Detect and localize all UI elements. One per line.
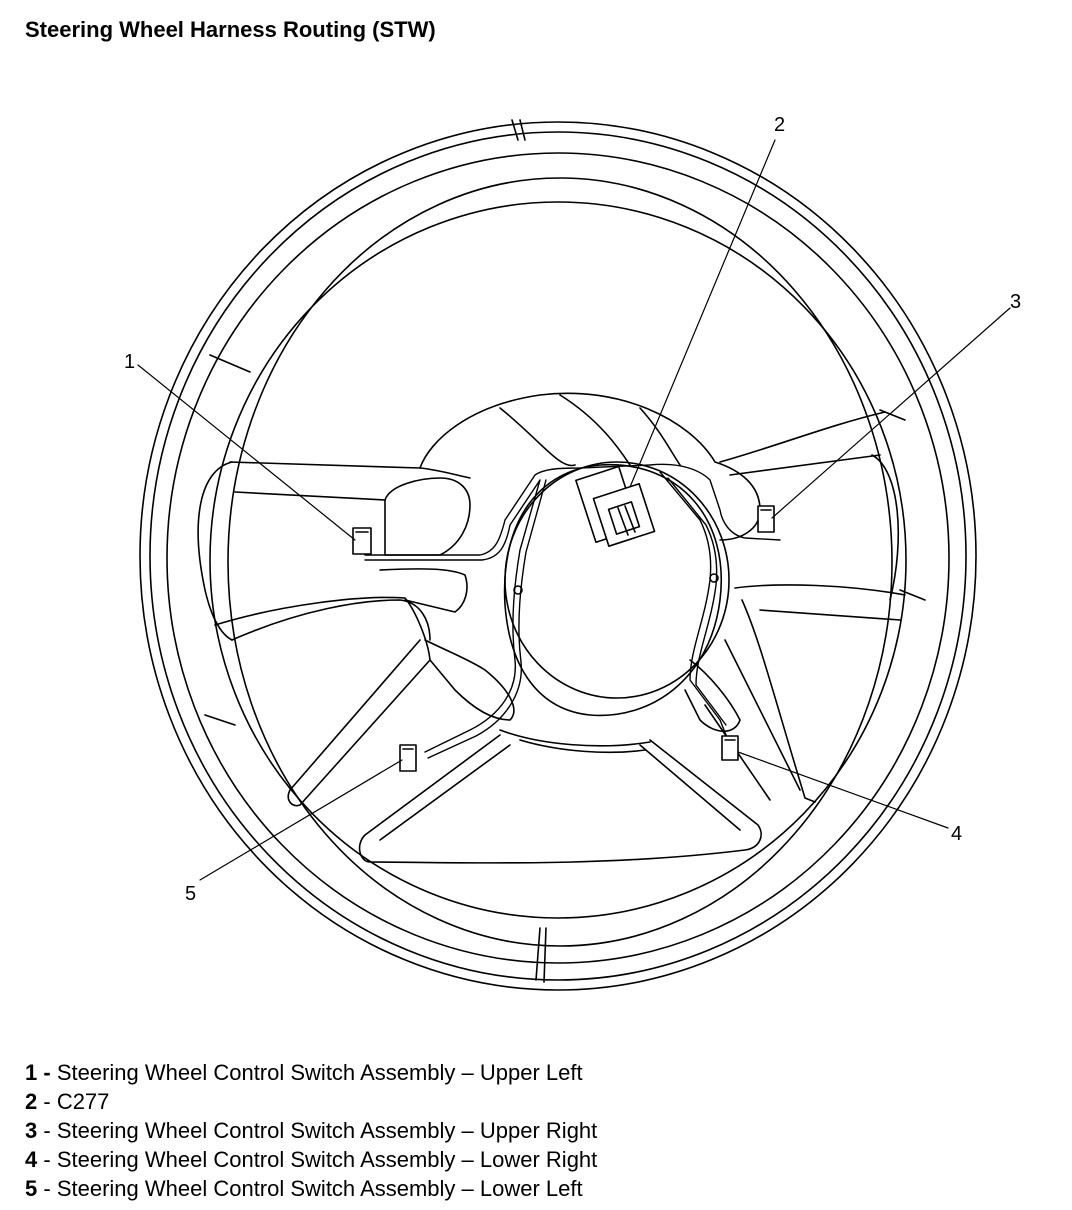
leader-line-2 [629, 139, 776, 488]
switch-upper-left-module [352, 527, 372, 555]
rim-middle-line [166, 152, 950, 964]
legend-separator: - [37, 1118, 57, 1143]
legend-item: 5 - Steering Wheel Control Switch Assemb… [25, 1174, 597, 1203]
legend-text: Steering Wheel Control Switch Assembly –… [56, 1118, 598, 1143]
legend-item: 1 - Steering Wheel Control Switch Assemb… [25, 1058, 597, 1087]
callout-1: 1 [124, 351, 135, 373]
spoke-upper-right [719, 411, 906, 621]
legend: 1 - Steering Wheel Control Switch Assemb… [25, 1058, 597, 1203]
legend-separator: - [37, 1060, 57, 1085]
legend-item: 3 - Steering Wheel Control Switch Assemb… [25, 1116, 597, 1145]
rim-outer-edge [139, 121, 977, 991]
hub-contour [499, 394, 681, 467]
leader-line-1 [137, 364, 356, 541]
legend-separator: - [37, 1176, 57, 1201]
legend-separator: - [37, 1147, 57, 1172]
legend-number: 3 [25, 1118, 38, 1143]
hub-lower-curve [499, 729, 651, 754]
rim-inner-edge [209, 201, 907, 919]
rim-seam-left [204, 354, 251, 726]
rim-inner-line [227, 177, 893, 947]
spoke-lower-left [214, 596, 431, 807]
legend-number: 1 [25, 1060, 38, 1085]
leader-line-3 [771, 307, 1011, 519]
spoke-lower-right [704, 599, 816, 803]
legend-number: 5 [25, 1176, 38, 1201]
legend-text: Steering Wheel Control Switch Assembly –… [56, 1060, 583, 1085]
rim-seam-bottom [535, 927, 547, 983]
spoke-bottom [358, 734, 762, 864]
callout-2: 2 [774, 114, 785, 136]
leader-line-5 [199, 759, 403, 881]
legend-number: 2 [25, 1089, 38, 1114]
switch-upper-right-module [757, 505, 775, 533]
legend-number: 4 [25, 1147, 38, 1172]
connector-c277 [575, 465, 656, 547]
callout-5: 5 [185, 883, 196, 905]
hub-lobe-right [684, 659, 741, 733]
spoke-upper-left [229, 461, 471, 641]
legend-item: 2 - C277 [25, 1087, 597, 1116]
diagram-title: Steering Wheel Harness Routing (STW) [25, 17, 436, 42]
legend-text: Steering Wheel Control Switch Assembly –… [56, 1147, 598, 1172]
hub-lobe-left [424, 639, 515, 721]
pad-left-lower [379, 568, 468, 613]
rim-seam-top [511, 119, 526, 141]
switch-lower-right-module [721, 735, 739, 761]
steering-wheel-diagram: 1 2 3 4 5 [124, 114, 1021, 991]
rim-outer-line [149, 131, 967, 981]
legend-text: Steering Wheel Control Switch Assembly –… [56, 1176, 583, 1201]
switch-lower-left-module [399, 744, 417, 772]
hub-bolt-left [513, 585, 523, 595]
callout-3: 3 [1010, 291, 1021, 313]
callout-4: 4 [951, 823, 962, 845]
right-grip [871, 454, 900, 601]
hub-ring [503, 464, 722, 717]
wiring-harness [364, 463, 781, 759]
legend-item: 4 - Steering Wheel Control Switch Assemb… [25, 1145, 597, 1174]
left-grip [197, 461, 233, 641]
leader-line-4 [737, 751, 949, 829]
pad-upper-left [384, 477, 471, 556]
legend-separator: - [37, 1089, 57, 1114]
legend-text: C277 [56, 1089, 110, 1114]
